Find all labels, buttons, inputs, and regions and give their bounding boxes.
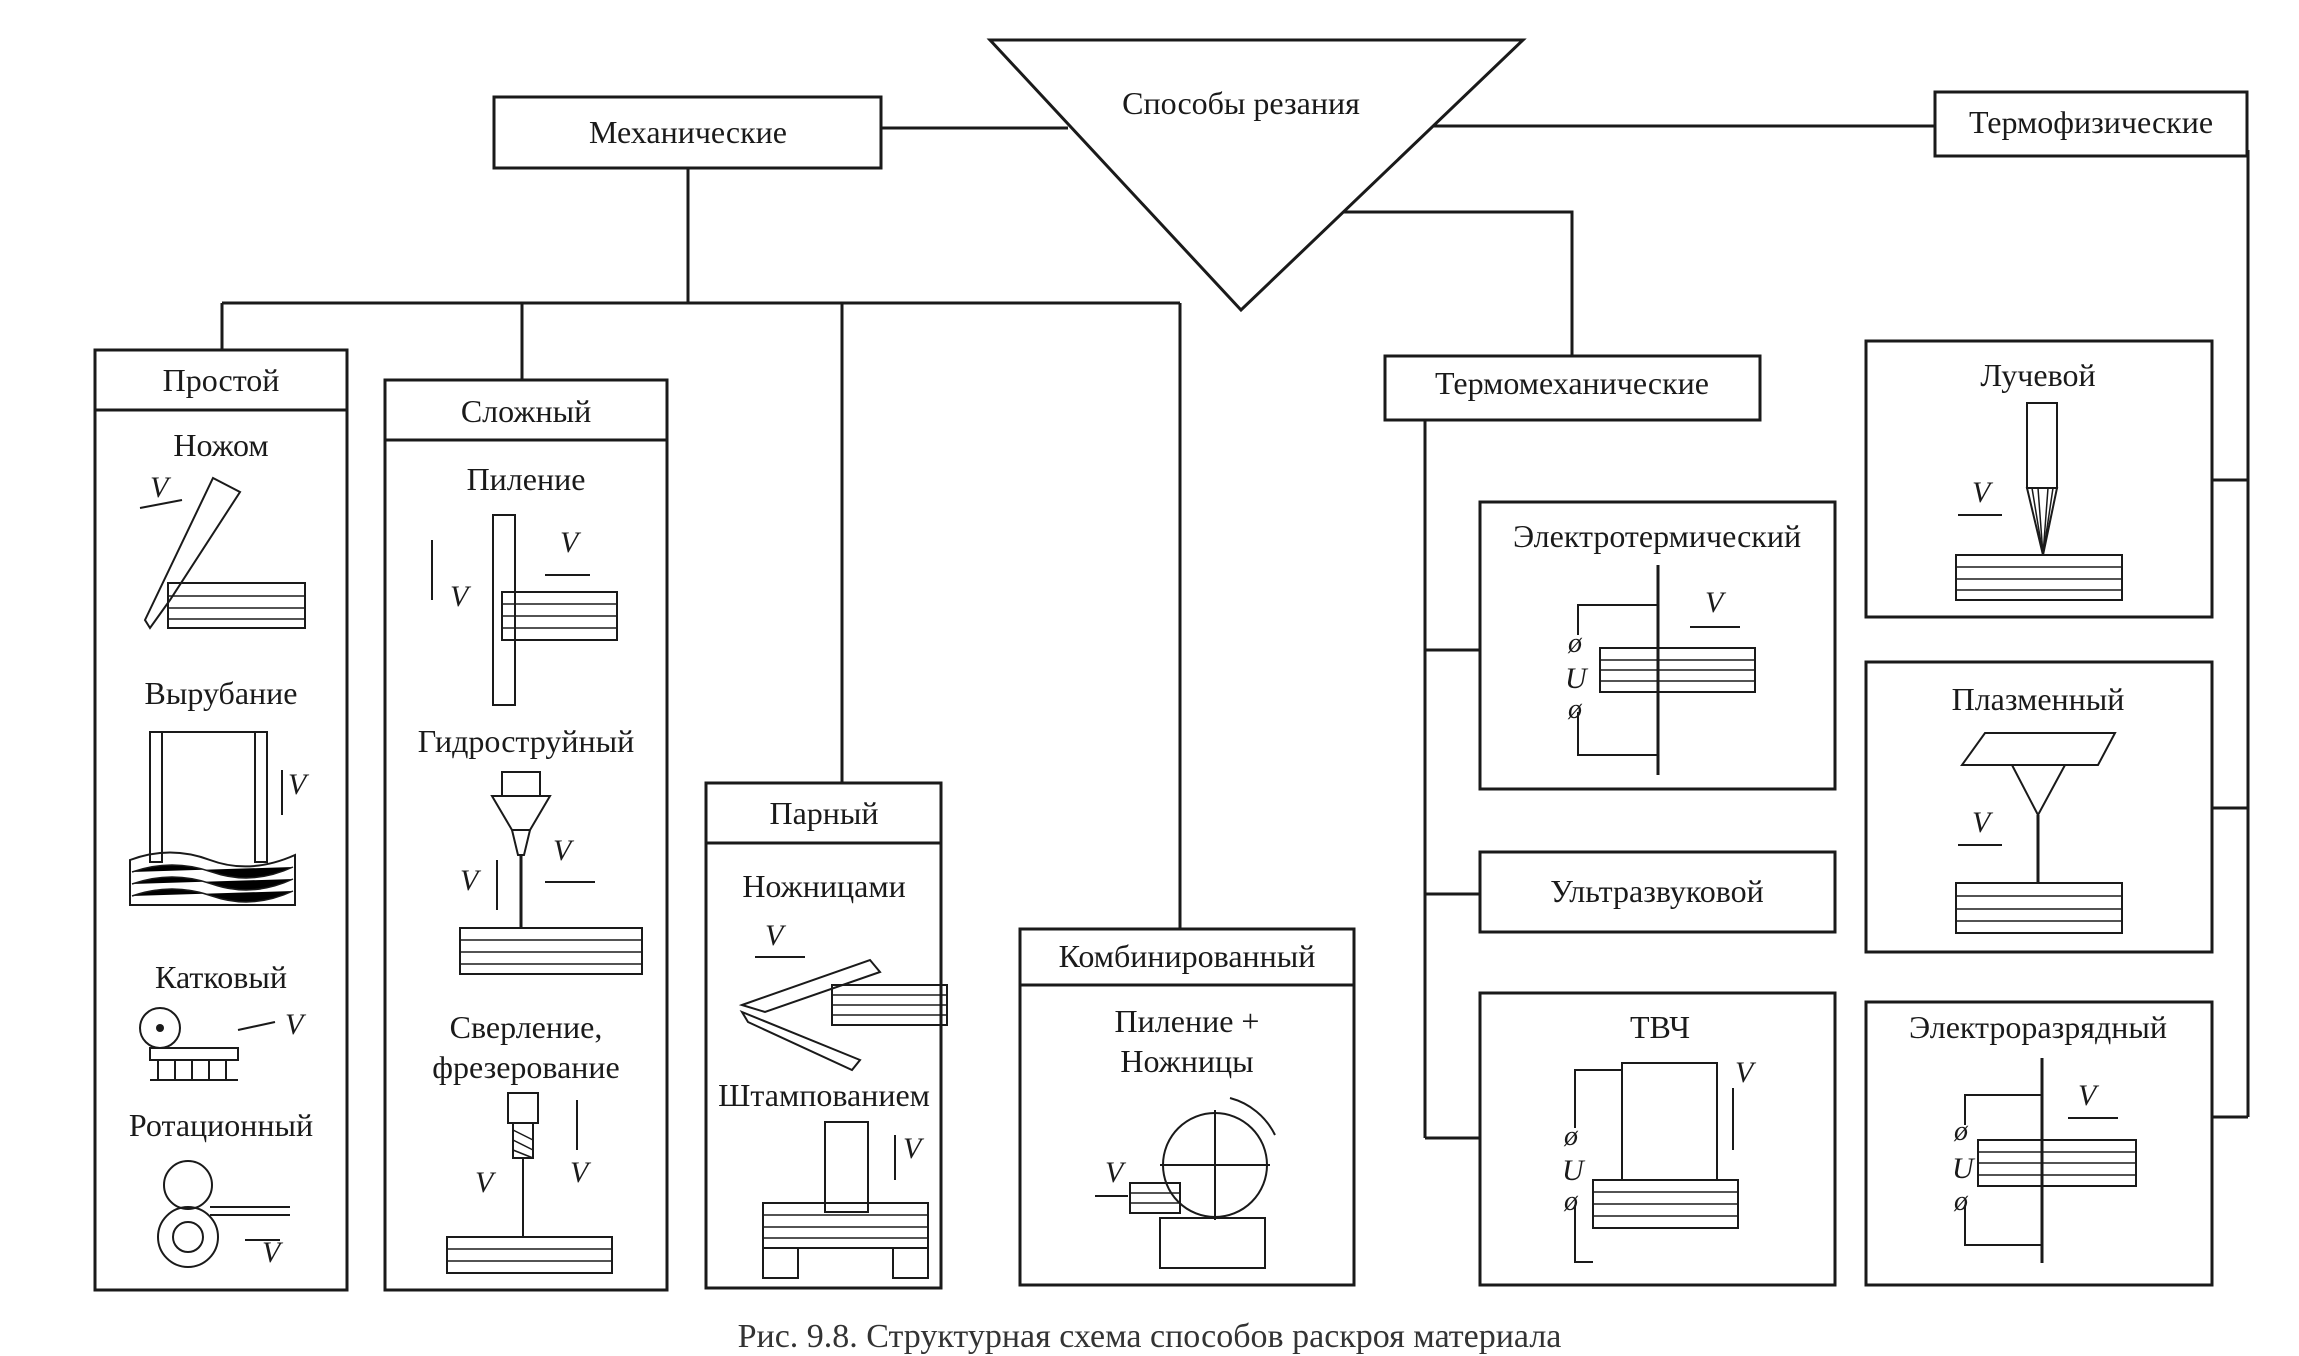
root-triangle bbox=[986, 38, 1527, 313]
paired-panel: Парный Ножницами V Штампованием V bbox=[704, 781, 948, 1290]
thermophysical-box bbox=[1933, 90, 2249, 158]
drilling-illustration: V V bbox=[446, 1092, 613, 1274]
stamping-illustration: V bbox=[762, 1121, 929, 1279]
combined-panel: Комбинированный Пиление + Ножницы V bbox=[1018, 927, 1356, 1287]
thermomechanical-box bbox=[1383, 354, 1762, 422]
roller-illustration: V bbox=[139, 1007, 307, 1081]
svg-text:ø: ø bbox=[1567, 628, 1583, 659]
root-label: Способы резания bbox=[1122, 85, 1360, 121]
electrodischarge-panel: Электроразрядный ø U ø V bbox=[1864, 1000, 2214, 1287]
svg-text:ø: ø bbox=[1563, 1121, 1579, 1152]
hf-panel: ТВЧ ø U ø V bbox=[1478, 991, 1837, 1287]
svg-text:V: V bbox=[262, 1236, 284, 1269]
ultrasonic-label: Ультразвуковой bbox=[1550, 873, 1764, 909]
connector-lines bbox=[220, 124, 2250, 1140]
svg-text:V: V bbox=[460, 864, 482, 897]
scissors-illustration: V bbox=[738, 919, 948, 1072]
svg-text:V: V bbox=[450, 580, 472, 613]
beam-panel: Лучевой V bbox=[1864, 339, 2214, 619]
svg-text:U: U bbox=[1565, 662, 1589, 695]
figure-caption: Рис. 9.8. Структурная схема способов рас… bbox=[737, 1318, 1562, 1355]
complex-panel: Сложный Пиление V V Гидроструйный V bbox=[383, 378, 669, 1292]
plasma-panel: Плазменный V bbox=[1864, 660, 2214, 954]
svg-text:V: V bbox=[288, 768, 310, 801]
mechanical-box bbox=[492, 95, 883, 170]
combined-illustration: V bbox=[1095, 1097, 1276, 1269]
simple-item-rotary: Ротационный bbox=[129, 1107, 313, 1143]
knife-illustration: V bbox=[139, 471, 306, 630]
svg-text:V: V bbox=[560, 526, 582, 559]
waterjet-illustration: V V bbox=[459, 771, 643, 975]
rotary-illustration: V bbox=[157, 1160, 290, 1269]
svg-text:ø: ø bbox=[1953, 1116, 1969, 1147]
svg-text:V: V bbox=[570, 1156, 592, 1189]
svg-text:ø: ø bbox=[1953, 1186, 1969, 1217]
svg-text:U: U bbox=[1562, 1154, 1586, 1187]
punching-illustration: V bbox=[129, 731, 310, 906]
electrothermal-panel: Электротермический ø U ø V bbox=[1478, 500, 1837, 791]
svg-text:V: V bbox=[2078, 1079, 2100, 1112]
thermophysical-label: Термофизические bbox=[1969, 104, 2213, 140]
svg-text:V: V bbox=[475, 1166, 497, 1199]
complex-label: Сложный bbox=[461, 393, 591, 429]
complex-item-waterjet: Гидроструйный bbox=[418, 723, 635, 759]
paired-item-stamping: Штампованием bbox=[718, 1077, 930, 1113]
sawing-illustration: V V bbox=[431, 514, 618, 706]
simple-label: Простой bbox=[163, 362, 280, 398]
complex-item-drilling-1: Сверление, bbox=[450, 1009, 603, 1045]
svg-text:V: V bbox=[553, 834, 575, 867]
simple-item-roller: Катковый bbox=[155, 959, 287, 995]
svg-text:ø: ø bbox=[1563, 1186, 1579, 1217]
svg-text:V: V bbox=[1735, 1056, 1757, 1089]
svg-text:V: V bbox=[765, 919, 787, 952]
ultrasonic-panel: Ультразвуковой bbox=[1478, 850, 1837, 934]
beam-label: Лучевой bbox=[1980, 357, 2095, 393]
paired-label: Парный bbox=[769, 795, 878, 831]
svg-text:U: U bbox=[1952, 1152, 1976, 1185]
svg-text:ø: ø bbox=[1567, 694, 1583, 725]
combined-item-line1: Пиление + bbox=[1115, 1003, 1260, 1039]
svg-text:V: V bbox=[1972, 476, 1994, 509]
simple-item-knife: Ножом bbox=[173, 427, 268, 463]
hf-label: ТВЧ bbox=[1630, 1009, 1690, 1045]
simple-item-punching: Вырубание bbox=[145, 675, 298, 711]
thermomechanical-label: Термомеханические bbox=[1435, 365, 1709, 401]
combined-item-line2: Ножницы bbox=[1120, 1043, 1253, 1079]
mechanical-label: Механические bbox=[589, 114, 787, 150]
svg-text:V: V bbox=[1705, 586, 1727, 619]
svg-text:V: V bbox=[1105, 1156, 1127, 1189]
combined-label: Комбинированный bbox=[1059, 938, 1316, 974]
simple-panel: Простой Ножом V Вырубание V Катковый bbox=[93, 348, 349, 1292]
svg-text:V: V bbox=[150, 471, 172, 504]
svg-text:V: V bbox=[1972, 806, 1994, 839]
complex-item-sawing: Пиление bbox=[467, 461, 586, 497]
complex-item-drilling-2: фрезерование bbox=[432, 1049, 620, 1085]
electrothermal-label: Электротермический bbox=[1513, 518, 1801, 554]
electrodischarge-label: Электроразрядный bbox=[1909, 1009, 2167, 1045]
svg-text:V: V bbox=[285, 1008, 307, 1041]
plasma-label: Плазменный bbox=[1952, 681, 2125, 717]
paired-item-scissors: Ножницами bbox=[742, 868, 905, 904]
svg-text:V: V bbox=[903, 1132, 925, 1165]
